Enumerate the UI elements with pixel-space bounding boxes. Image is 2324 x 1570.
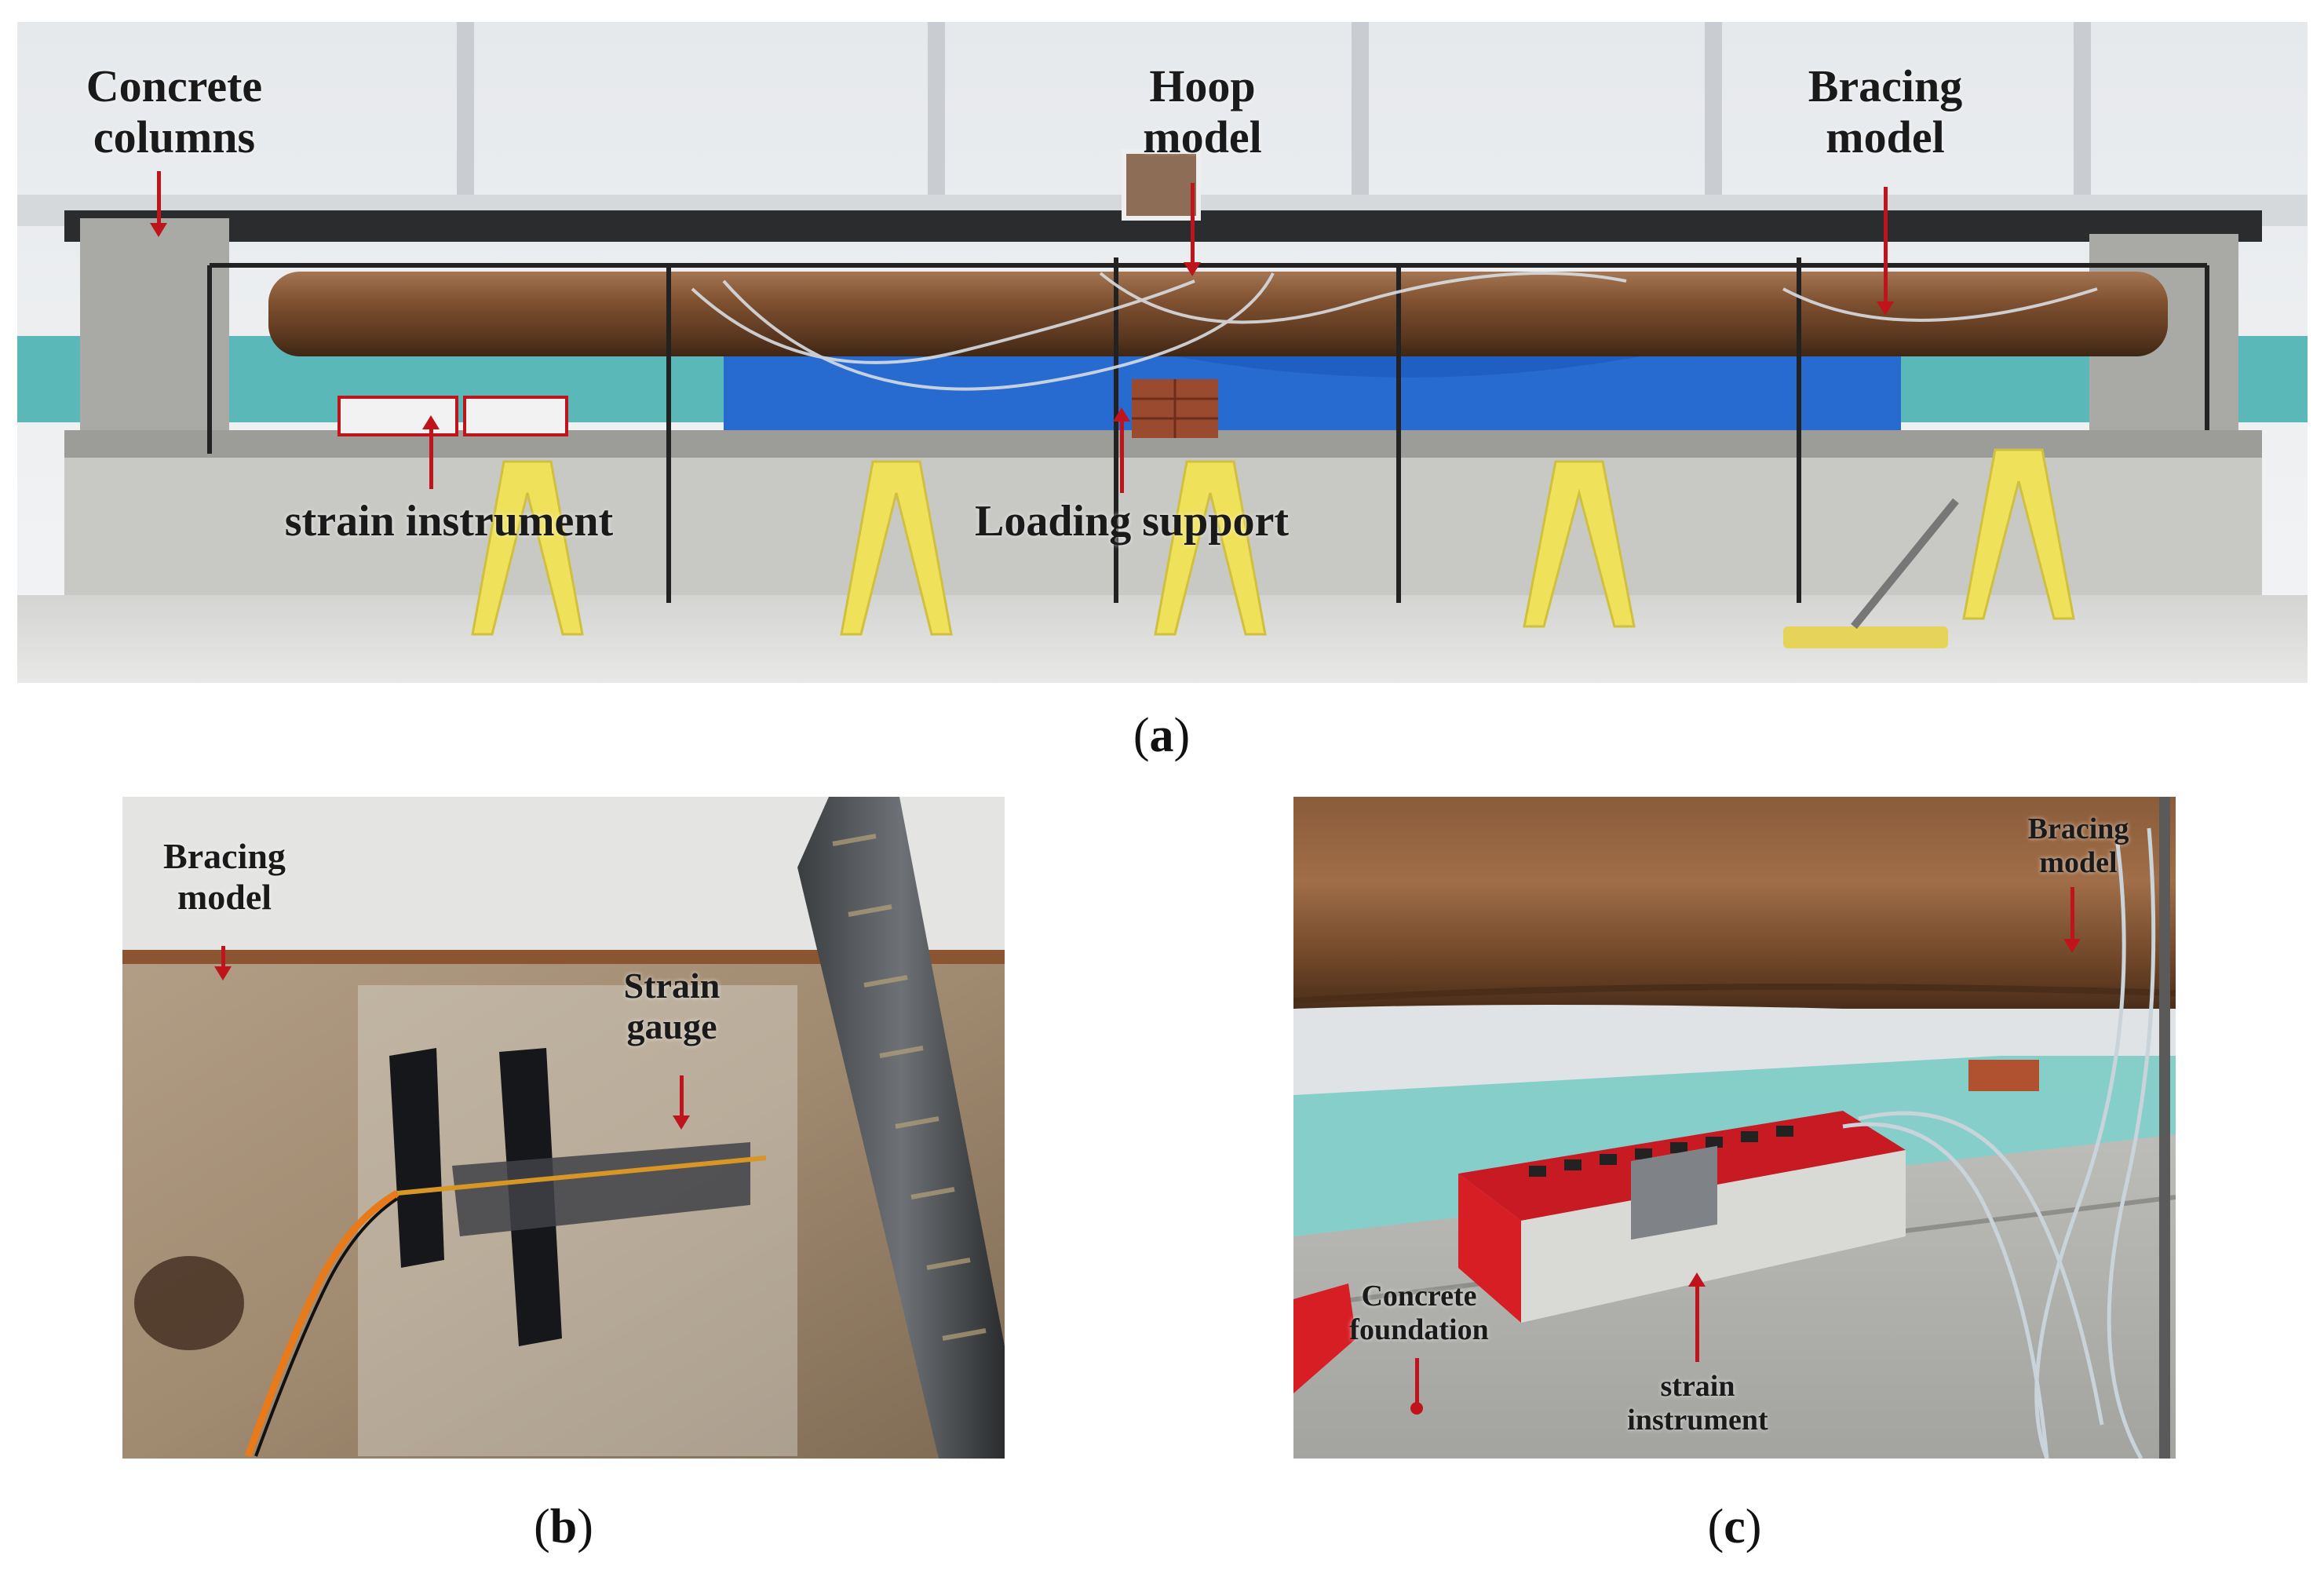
caption-c: (c) — [1707, 1500, 1762, 1554]
arrow-hoop-model — [1184, 183, 1201, 276]
test-setup-photo — [17, 22, 2308, 683]
label-bracing-model-b: Bracing model — [163, 836, 286, 917]
arrow-concrete-columns — [150, 171, 167, 237]
label-strain-instrument-c: strain instrument — [1627, 1370, 1768, 1437]
arrow-bracing-model-b — [214, 946, 232, 980]
strain-gauge-closeup-photo — [122, 797, 1005, 1459]
photo-panel-a: Concrete columns Hoop model Bracing mode… — [17, 22, 2308, 683]
label-bracing-model: Bracing model — [1808, 60, 1963, 162]
arrow-strain-gauge — [673, 1075, 690, 1130]
arrow-loading-support — [1113, 407, 1130, 493]
marker-concrete-foundation — [1410, 1358, 1423, 1415]
label-strain-gauge: Strain gauge — [623, 966, 721, 1046]
caption-b: (b) — [534, 1500, 593, 1554]
arrow-strain-instrument-c — [1688, 1272, 1706, 1362]
caption-a: (a) — [1133, 709, 1191, 762]
label-loading-support: Loading support — [975, 497, 1289, 546]
instrument-setup-photo — [1293, 797, 2176, 1459]
arrow-strain-instrument — [422, 415, 440, 489]
photo-panel-b: Bracing model Strain gauge — [122, 797, 1005, 1459]
label-concrete-foundation: Concrete foundation — [1349, 1280, 1489, 1346]
arrow-bracing-model — [1877, 187, 1894, 316]
label-bracing-model-c: Bracing model — [2027, 812, 2129, 879]
label-concrete-columns: Concrete columns — [86, 60, 263, 162]
label-strain-instrument: strain instrument — [284, 497, 614, 546]
photo-panel-c: Bracing model Concrete foundation strain… — [1293, 797, 2176, 1459]
arrow-bracing-model-c — [2063, 887, 2081, 953]
label-hoop-model: Hoop model — [1143, 60, 1262, 162]
